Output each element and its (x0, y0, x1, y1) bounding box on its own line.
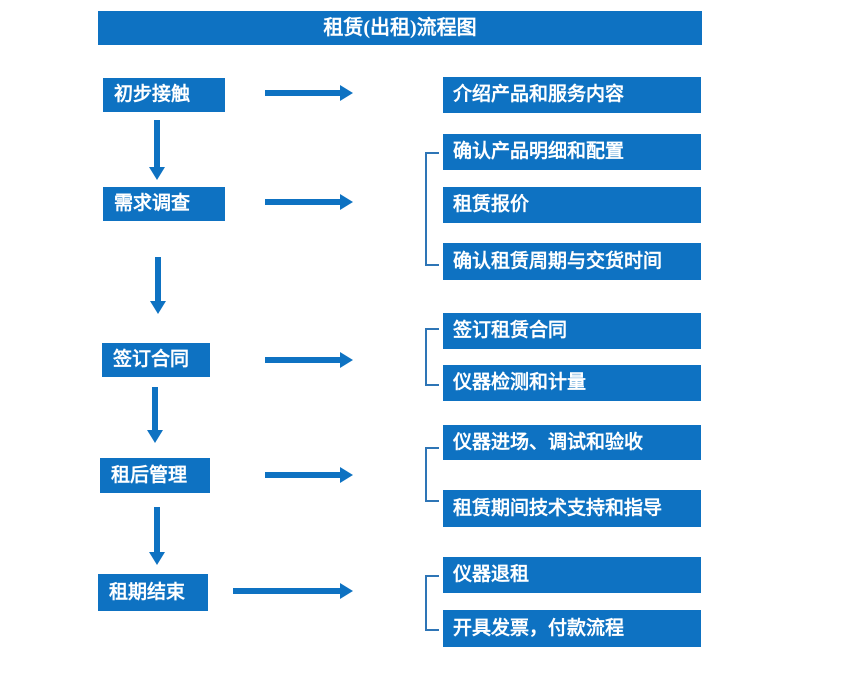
bracket-post-rental-group (425, 447, 439, 502)
detail-box-tech-support: 租赁期间技术支持和指导 (443, 490, 701, 527)
step-box-sign-contract: 签订合同 (102, 343, 210, 377)
down-arrow-4-icon (149, 507, 165, 565)
detail-box-confirm-period-delivery: 确认租赁周期与交货时间 (443, 243, 701, 280)
detail-box-rental-quotation: 租赁报价 (443, 187, 701, 223)
bracket-sign-contract-group (425, 328, 439, 386)
detail-box-invoice-payment: 开具发票，付款流程 (443, 610, 701, 647)
detail-box-instrument-return: 仪器退租 (443, 557, 701, 593)
down-arrow-2-icon (150, 257, 166, 314)
detail-box-introduce-products: 介绍产品和服务内容 (443, 77, 701, 113)
right-arrow-2-icon (265, 194, 353, 210)
bracket-rental-end-group (425, 575, 439, 631)
detail-box-instrument-inspection: 仪器检测和计量 (443, 365, 701, 401)
flowchart-title: 租赁(出租)流程图 (98, 11, 702, 45)
detail-box-instrument-setup-acceptance: 仪器进场、调试和验收 (443, 425, 701, 460)
detail-box-confirm-product-config: 确认产品明细和配置 (443, 134, 701, 170)
detail-box-sign-rental-contract: 签订租赁合同 (443, 313, 701, 349)
step-box-rental-end: 租期结束 (98, 574, 208, 611)
right-arrow-3-icon (265, 352, 353, 368)
right-arrow-5-icon (233, 583, 353, 599)
step-box-demand-survey: 需求调查 (103, 187, 225, 221)
step-box-initial-contact: 初步接触 (103, 78, 225, 112)
down-arrow-3-icon (147, 387, 163, 443)
right-arrow-4-icon (265, 467, 353, 483)
right-arrow-1-icon (265, 85, 353, 101)
down-arrow-1-icon (149, 120, 165, 180)
bracket-demand-survey-group (425, 152, 439, 266)
step-box-post-rental-management: 租后管理 (100, 458, 210, 493)
